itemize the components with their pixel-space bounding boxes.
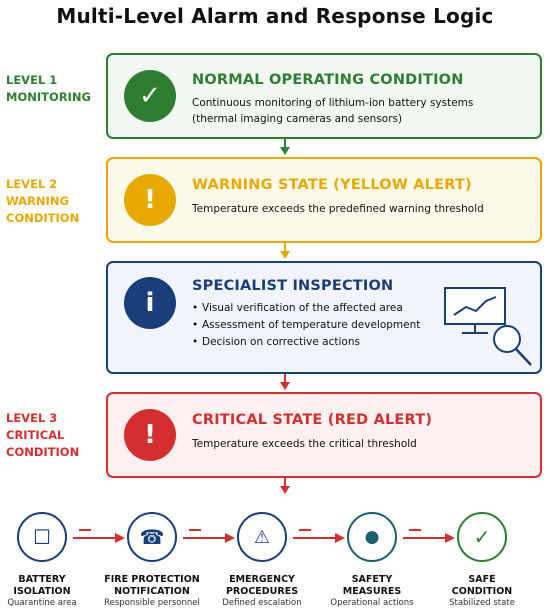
- step-4-subtitle: Operational actions: [330, 598, 414, 608]
- level-1-label: LEVEL 1 MONITORING: [6, 72, 91, 106]
- normal-state-title: NORMAL OPERATING CONDITION: [192, 72, 464, 88]
- step-1-subtitle: Quarantine area: [7, 598, 77, 608]
- step-4-label-line-2: MEASURES: [342, 586, 402, 597]
- step-2-subtitle: Responsible personnel: [104, 598, 200, 608]
- step-battery-isolation-label: BATTERY ISOLATION: [0, 574, 97, 598]
- exclamation-icon: !: [124, 409, 176, 461]
- step-5-label-line-1: SAFE: [468, 574, 496, 585]
- level-2-line-1: LEVEL 2: [6, 177, 58, 191]
- step-3-subtitle: Defined escalation: [222, 598, 302, 608]
- inspection-title: SPECIALIST INSPECTION: [192, 278, 394, 294]
- step-3-label-line-1: EMERGENCY: [229, 574, 295, 585]
- arrow-down-3: [280, 374, 290, 390]
- critical-state-title: CRITICAL STATE (RED ALERT): [192, 412, 433, 428]
- arrow-down-4: [280, 478, 290, 494]
- flow-arrow-2: [183, 529, 235, 543]
- step-5-label-line-2: CONDITION: [451, 586, 513, 597]
- step-3-label-line-2: PROCEDURES: [225, 586, 299, 597]
- step-1-label-line-1: BATTERY: [18, 574, 66, 585]
- step-safety-measures-label: SAFETY MEASURES: [317, 574, 427, 598]
- inspection-bullet-3: Decision on corrective actions: [192, 334, 420, 351]
- warning-state-text: Temperature exceeds the predefined warni…: [192, 203, 484, 215]
- level-2-line-3: CONDITION: [6, 211, 80, 225]
- critical-state-text: Temperature exceeds the critical thresho…: [192, 438, 417, 450]
- normal-state-text-line-1: Continuous monitoring of lithium-ion bat…: [192, 97, 474, 109]
- warning-triangle-icon: ⚠: [237, 512, 287, 562]
- flow-arrow-1: [73, 529, 125, 543]
- level-3-label: LEVEL 3 CRITICAL CONDITION: [6, 410, 79, 461]
- flow-arrow-4: [403, 529, 455, 543]
- step-4-label-line-1: SAFETY: [351, 574, 393, 585]
- arrow-down-1: [280, 139, 290, 155]
- dot-icon: ●: [347, 512, 397, 562]
- level-2-label: LEVEL 2 WARNING CONDITION: [6, 176, 79, 227]
- level-1-line-2: MONITORING: [6, 90, 91, 104]
- critical-state-box: ! CRITICAL STATE (RED ALERT) Temperature…: [106, 392, 542, 478]
- level-1-line-1: LEVEL 1: [6, 73, 58, 87]
- level-2-line-2: WARNING: [6, 194, 69, 208]
- inspection-bullet-1: Visual verification of the affected area: [192, 300, 420, 317]
- normal-state-text: Continuous monitoring of lithium-ion bat…: [192, 95, 473, 127]
- inspection-box: i SPECIALIST INSPECTION Visual verificat…: [106, 261, 542, 374]
- step-fire-protection-label: FIRE PROTECTION NOTIFICATION: [97, 574, 207, 598]
- checkmark-icon: ✓: [124, 70, 176, 122]
- warning-state-box: ! WARNING STATE (YELLOW ALERT) Temperatu…: [106, 157, 542, 243]
- warning-state-title: WARNING STATE (YELLOW ALERT): [192, 177, 472, 193]
- step-2-label-line-2: NOTIFICATION: [114, 586, 190, 597]
- diagram-title: Multi-Level Alarm and Response Logic: [56, 4, 494, 28]
- step-2-label-line-1: FIRE PROTECTION: [104, 574, 200, 585]
- normal-state-box: ✓ NORMAL OPERATING CONDITION Continuous …: [106, 53, 542, 139]
- level-3-line-2: CRITICAL: [6, 428, 65, 442]
- telephone-icon: ☎: [127, 512, 177, 562]
- step-safe-condition-label: SAFE CONDITION: [427, 574, 537, 598]
- inspection-bullet-2: Assessment of temperature development: [192, 317, 420, 334]
- step-1-label-line-2: ISOLATION: [13, 586, 71, 597]
- level-3-line-1: LEVEL 3: [6, 411, 58, 425]
- checkmark-icon: ✓: [457, 512, 507, 562]
- level-3-line-3: CONDITION: [6, 445, 80, 459]
- square-icon: ☐: [17, 512, 67, 562]
- monitor-magnifier-icon: [444, 287, 532, 366]
- normal-state-text-line-2: (thermal imaging cameras and sensors): [192, 113, 403, 125]
- inspection-bullets: Visual verification of the affected area…: [192, 300, 420, 351]
- step-emergency-procedures-label: EMERGENCY PROCEDURES: [207, 574, 317, 598]
- step-5-subtitle: Stabilized state: [449, 598, 515, 608]
- info-icon: i: [124, 277, 176, 329]
- exclamation-icon: !: [124, 174, 176, 226]
- arrow-down-2: [280, 243, 290, 259]
- flow-arrow-3: [293, 529, 345, 543]
